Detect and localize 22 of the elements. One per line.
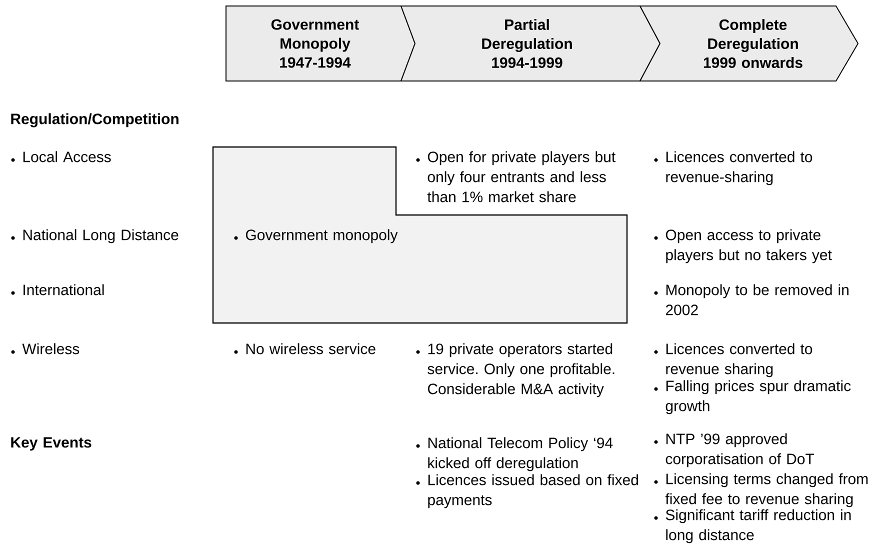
chevron-box: Government Monopoly 1947-1994: [226, 6, 416, 82]
bullet-text: 19 private operators started service. Only one profitable. Considerable M&A activity: [416, 343, 614, 398]
bullet-text: No wireless service: [234, 343, 376, 354]
bullet-text: National Telecom Policy ‘94 kicked off deregulation: [416, 437, 613, 472]
chevron-box: Complete Deregulation 1999 onwards: [639, 6, 859, 82]
bullet-text: Open for private players but only four entrants and less than 1% market share: [416, 151, 616, 202]
bullet-text: Licences converted to revenue sharing: [654, 343, 812, 378]
bullet-text: Wireless: [11, 343, 80, 354]
section-heading: Key Events: [11, 437, 92, 451]
bullet-text: Local Access: [11, 151, 111, 162]
bullet-text: Licensing terms changed from fixed fee to revenue sharing: [654, 473, 868, 508]
bullet-text: Significant tariff reduction in long distance: [654, 509, 851, 544]
bullet-text: International: [11, 284, 104, 296]
bullet-text: Monopoly to be removed in 2002: [654, 284, 848, 316]
bullet-text: Licences issued based on fixed payments: [416, 474, 638, 508]
bullet-text: NTP ’99 approved corporatisation of DoT: [654, 433, 814, 468]
section-heading: Regulation/Competition: [11, 113, 178, 128]
bullet-text: Falling prices spur dramatic growth: [654, 380, 851, 414]
chevron-box: Partial Deregulation 1994-1999: [400, 6, 661, 82]
bullet-text: National Long Distance: [11, 229, 178, 244]
bullet-text: Licences converted to revenue-sharing: [654, 151, 812, 186]
bullet-text: Open access to private players but no takers yet: [654, 229, 832, 264]
